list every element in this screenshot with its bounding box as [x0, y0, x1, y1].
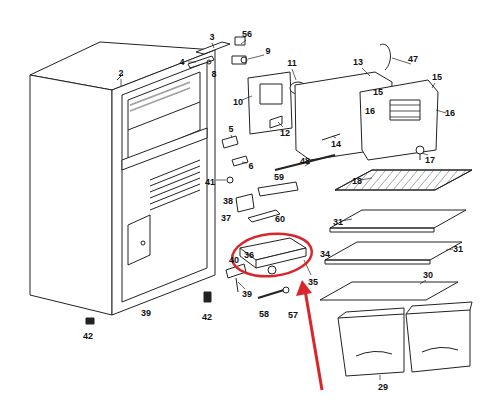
callout-number: 58 — [259, 310, 269, 319]
callout-number: 12 — [280, 129, 290, 138]
callout-number: 48 — [300, 157, 310, 166]
callout-number: 4 — [179, 58, 184, 67]
callout-number: 11 — [287, 59, 297, 68]
callout-number: 9 — [265, 47, 270, 56]
callout-number: 29 — [378, 383, 388, 392]
callout-number: 13 — [353, 58, 363, 67]
callout-number: 5 — [228, 125, 233, 134]
callout-number: 10 — [233, 98, 243, 107]
callout-number: 18 — [352, 177, 362, 186]
callout-number: 31 — [333, 218, 343, 227]
ellipse-outline — [230, 232, 314, 278]
callout-number: 60 — [275, 215, 285, 224]
callout-number: 36 — [244, 251, 254, 260]
callout-number: 16 — [445, 109, 455, 118]
callout-number: 35 — [308, 278, 318, 287]
callout-number: 47 — [408, 55, 418, 64]
callout-number: 38 — [223, 197, 233, 206]
highlight-ellipse: 36 — [230, 232, 314, 278]
callout-number: 39 — [242, 290, 252, 299]
callout-number: 17 — [425, 156, 435, 165]
callout-number: 8 — [211, 70, 216, 79]
callout-number: 56 — [242, 30, 252, 39]
callout-number: 42 — [202, 313, 212, 322]
callout-number: 15 — [432, 73, 442, 82]
callout-number: 2 — [118, 69, 123, 78]
callout-number: 57 — [288, 311, 298, 320]
callout-number: 31 — [453, 245, 463, 254]
callout-number: 16 — [365, 107, 375, 116]
callout-number: 15 — [373, 88, 383, 97]
callout-number: 40 — [229, 256, 239, 265]
callout-number: 14 — [331, 140, 341, 149]
callout-number: 6 — [248, 162, 253, 171]
callout-number: 30 — [423, 271, 433, 280]
callout-number: 39 — [141, 309, 151, 318]
callout-number: 59 — [274, 173, 284, 182]
callout-number: 37 — [221, 214, 231, 223]
callout-number: 41 — [205, 178, 215, 187]
callout-number: 3 — [209, 33, 214, 42]
callout-number: 42 — [83, 332, 93, 341]
callout-number: 34 — [320, 250, 330, 259]
